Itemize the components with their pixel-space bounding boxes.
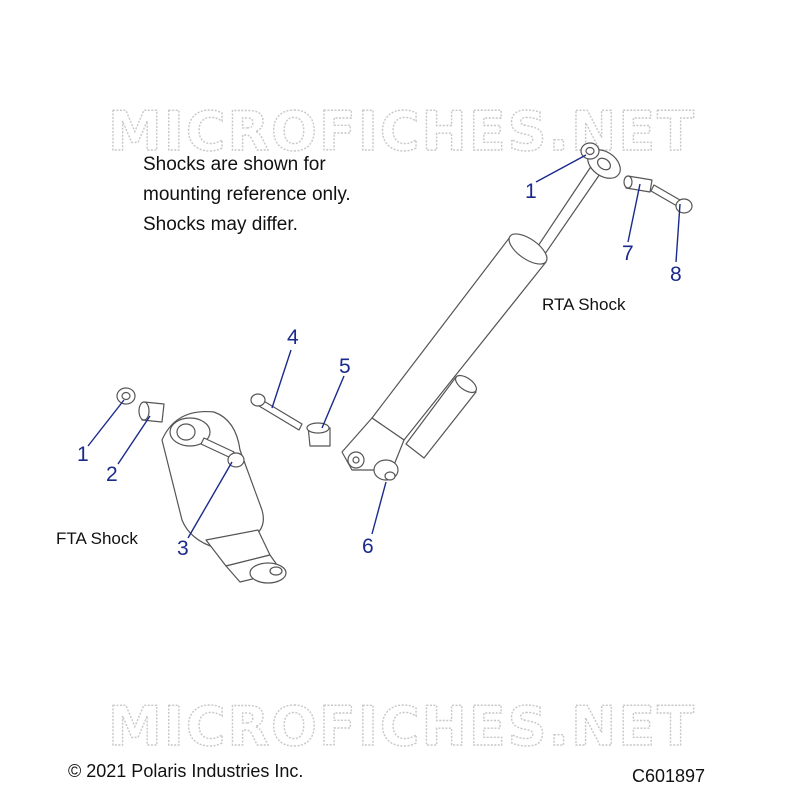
callout-3: 3	[177, 537, 189, 560]
callout-7: 7	[622, 242, 634, 265]
leader-1-left	[87, 399, 125, 447]
fta-shock-label: FTA Shock	[56, 529, 138, 548]
part-4-bolt	[250, 393, 303, 431]
callout-6: 6	[362, 535, 374, 558]
part-7-bushing	[623, 175, 653, 193]
leader-4	[271, 349, 292, 409]
note-line-3: Shocks may differ.	[143, 214, 298, 235]
callout-8: 8	[670, 263, 682, 286]
watermark-top: MICROFICHES.NET	[108, 100, 696, 163]
leader-7	[627, 183, 641, 243]
leader-5	[321, 375, 345, 429]
leader-6	[371, 481, 387, 535]
fta-shock	[161, 410, 287, 584]
leader-8	[675, 203, 681, 263]
callout-4: 4	[287, 326, 299, 349]
diagram-code: C601897	[632, 766, 706, 786]
leader-1-right	[535, 154, 587, 183]
mounting-note: Shocks are shown for mounting reference …	[143, 150, 351, 240]
callout-2: 2	[106, 463, 118, 486]
leader-2	[117, 415, 151, 465]
note-line-2: mounting reference only.	[143, 184, 351, 205]
part-6-nut	[373, 459, 399, 481]
copyright-text: © 2021 Polaris Industries Inc.	[68, 761, 304, 781]
part-2-bushing	[138, 401, 165, 423]
watermark-bottom: MICROFICHES.NET	[108, 695, 696, 758]
callout-5: 5	[339, 355, 351, 378]
part-8-bolt	[650, 184, 693, 214]
note-line-1: Shocks are shown for	[143, 154, 326, 175]
part-5-bushing	[306, 422, 331, 447]
rta-shock	[341, 149, 621, 471]
rta-shock-label: RTA Shock	[542, 295, 626, 314]
leader-3	[187, 461, 233, 539]
part-1-nut-left	[116, 387, 136, 405]
part-3-bolt	[200, 437, 245, 468]
callout-1-right: 1	[525, 180, 537, 203]
callout-1-left: 1	[77, 443, 89, 466]
